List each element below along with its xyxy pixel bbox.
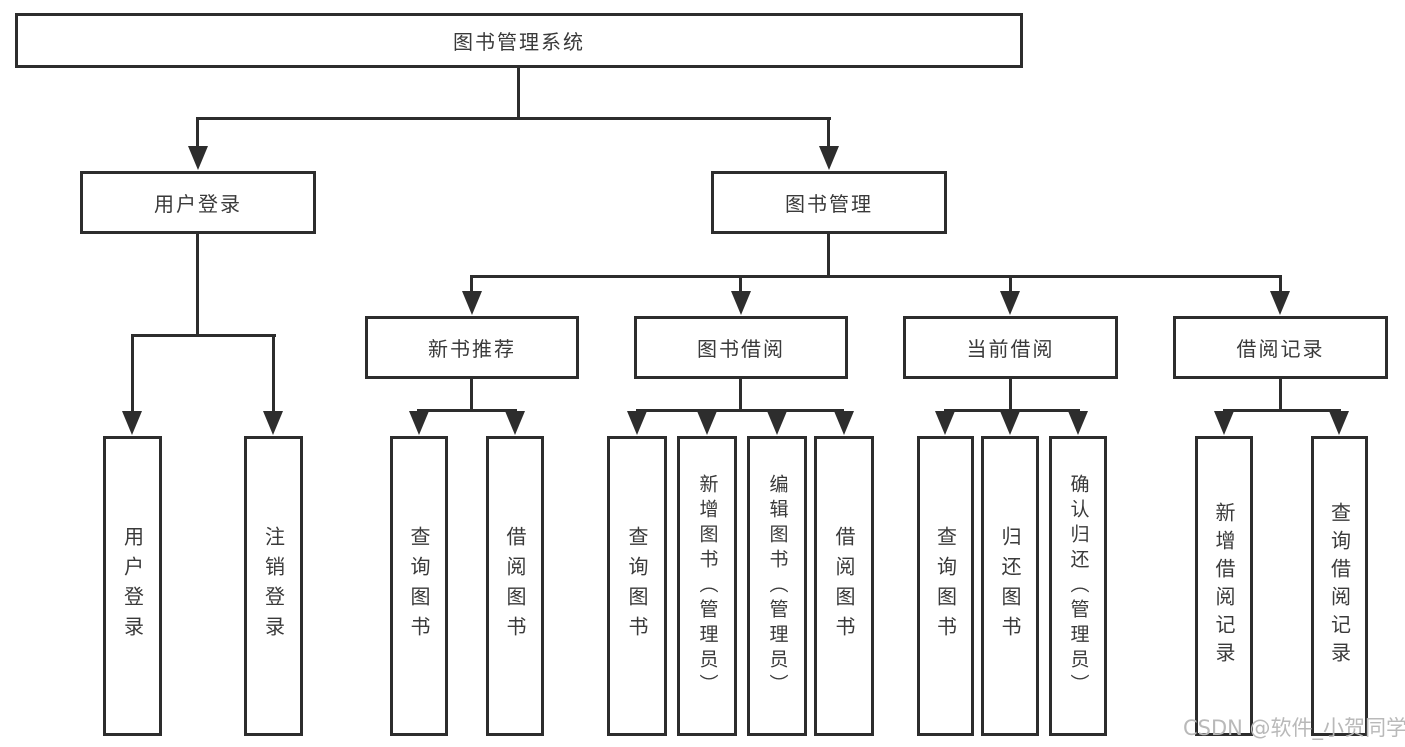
leaf-borrow-books-1: 借阅图书: [486, 436, 544, 736]
connector-section-stem: [739, 275, 742, 293]
leaf-edit-books-admin: 编辑图书（管理员）: [747, 436, 807, 736]
arrow-down-icon: [409, 411, 429, 435]
connector-userlogin-vline: [196, 234, 199, 337]
leaf-user-login-label: 用户登录: [120, 526, 145, 646]
node-book-borrowing-label: 图书借阅: [697, 337, 785, 361]
node-book-management: 图书管理: [711, 171, 947, 234]
arrow-down-icon: [1329, 411, 1349, 435]
node-borrowing-records-label: 借阅记录: [1236, 337, 1325, 361]
leaf-borrow-books-1-label: 借阅图书: [503, 526, 527, 646]
leaf-query-books-2-label: 查询图书: [625, 526, 649, 646]
connector-bookmgmt-vline: [827, 234, 830, 278]
leaf-query-books-3: 查询图书: [917, 436, 974, 736]
arrow-down-icon: [462, 291, 482, 315]
leaf-add-borrow-record-label: 新增借阅记录: [1212, 502, 1236, 670]
node-user-login-label: 用户登录: [154, 192, 242, 216]
connector-sec2-vline: [739, 379, 742, 412]
leaf-query-borrow-record: 查询借阅记录: [1311, 436, 1368, 736]
connector-root-hline: [197, 117, 831, 120]
arrow-down-icon: [731, 291, 751, 315]
connector-sec3-vline: [1009, 379, 1012, 412]
node-new-book-recommend: 新书推荐: [365, 316, 579, 379]
arrow-down-icon: [627, 411, 647, 435]
arrow-down-icon: [935, 411, 955, 435]
leaf-confirm-return-admin-label: 确认归还（管理员）: [1067, 473, 1090, 699]
connector-leaf-stem: [131, 334, 134, 413]
leaf-query-books-1-label: 查询图书: [407, 526, 431, 646]
arrow-down-icon: [1000, 411, 1020, 435]
connector-leaf-stem: [272, 334, 275, 413]
connector-bookmgmt-stem: [827, 117, 830, 150]
leaf-add-books-admin: 新增图书（管理员）: [677, 436, 737, 736]
connector-sec3-hline: [944, 409, 1080, 412]
arrow-down-icon: [505, 411, 525, 435]
node-root-label: 图书管理系统: [453, 30, 585, 54]
leaf-query-books-3-label: 查询图书: [933, 526, 958, 646]
leaf-return-books-label: 归还图书: [998, 526, 1022, 646]
arrow-down-icon: [263, 411, 283, 435]
connector-userlogin-stem: [196, 117, 199, 150]
leaf-add-borrow-record: 新增借阅记录: [1195, 436, 1253, 736]
node-current-borrowing-label: 当前借阅: [966, 337, 1055, 361]
connector-root-vline: [517, 68, 520, 120]
connector-section-stem: [1279, 275, 1282, 293]
arrow-down-icon: [1000, 291, 1020, 315]
connector-sec2-hline: [636, 409, 844, 412]
node-user-login: 用户登录: [80, 171, 316, 234]
leaf-borrow-books-2: 借阅图书: [814, 436, 874, 736]
arrow-down-icon: [819, 146, 839, 170]
node-current-borrowing: 当前借阅: [903, 316, 1118, 379]
leaf-add-books-admin-label: 新增图书（管理员）: [696, 473, 719, 699]
leaf-logout-label: 注销登录: [261, 526, 286, 646]
connector-section-stem: [470, 275, 473, 293]
arrow-down-icon: [1270, 291, 1290, 315]
leaf-query-books-1: 查询图书: [390, 436, 448, 736]
leaf-logout: 注销登录: [244, 436, 303, 736]
arrow-down-icon: [122, 411, 142, 435]
node-root: 图书管理系统: [15, 13, 1023, 68]
node-borrowing-records: 借阅记录: [1173, 316, 1388, 379]
connector-section-stem: [1009, 275, 1012, 293]
leaf-user-login: 用户登录: [103, 436, 162, 736]
arrow-down-icon: [1214, 411, 1234, 435]
leaf-query-borrow-record-label: 查询借阅记录: [1327, 502, 1352, 670]
node-book-management-label: 图书管理: [785, 192, 873, 216]
leaf-edit-books-admin-label: 编辑图书（管理员）: [766, 473, 789, 699]
connector-sec1-vline: [470, 379, 473, 412]
leaf-confirm-return-admin: 确认归还（管理员）: [1049, 436, 1107, 736]
leaf-borrow-books-2-label: 借阅图书: [832, 526, 856, 646]
leaf-query-books-2: 查询图书: [607, 436, 667, 736]
connector-userlogin-hline: [131, 334, 276, 337]
connector-bookmgmt-hline: [470, 275, 1281, 278]
arrow-down-icon: [188, 146, 208, 170]
arrow-down-icon: [697, 411, 717, 435]
arrow-down-icon: [834, 411, 854, 435]
leaf-return-books: 归还图书: [981, 436, 1039, 736]
arrow-down-icon: [1068, 411, 1088, 435]
node-new-book-recommend-label: 新书推荐: [428, 337, 516, 361]
node-book-borrowing: 图书借阅: [634, 316, 848, 379]
arrow-down-icon: [767, 411, 787, 435]
connector-sec4-hline: [1223, 409, 1341, 412]
connector-sec4-vline: [1279, 379, 1282, 412]
connector-sec1-hline: [417, 409, 517, 412]
csdn-watermark: CSDN @软件_小贺同学: [1183, 716, 1405, 740]
